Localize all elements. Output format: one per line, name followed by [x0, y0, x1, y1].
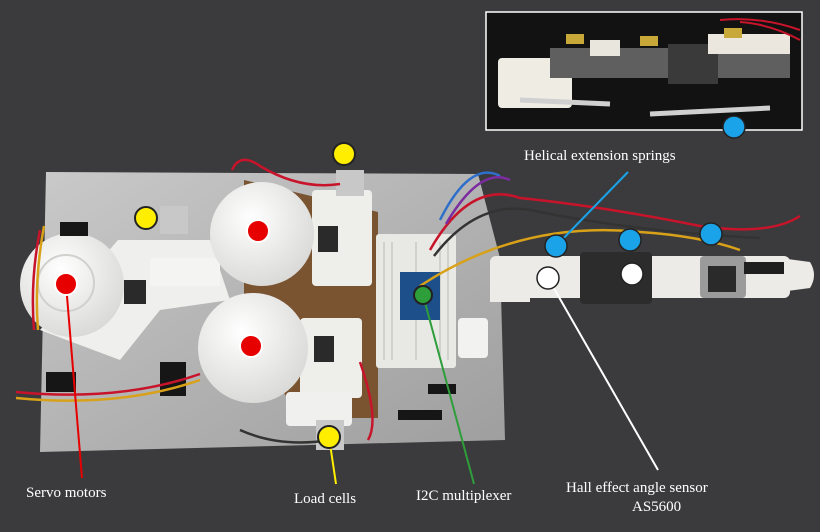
- spring-marker: [544, 234, 568, 258]
- spring-marker: [699, 222, 723, 246]
- spring-marker: [618, 228, 642, 252]
- label-springs: Helical extension springs: [524, 148, 676, 164]
- label-hall-sensor-line1: Hall effect angle sensor: [566, 480, 708, 496]
- servo-bracket: [150, 258, 220, 286]
- annotation-lines: [65, 171, 659, 485]
- label-i2c-multiplexer: I2C multiplexer: [416, 488, 512, 504]
- sensor-leader-line: [547, 277, 659, 471]
- servo-markers: [54, 219, 270, 358]
- label-hall-sensor-line2: AS5600: [632, 499, 682, 515]
- tape-strip: [744, 262, 784, 274]
- spring-markers: [544, 115, 746, 258]
- spring-leader-line: [555, 171, 629, 247]
- sensor-markers: [536, 262, 644, 290]
- load-cell: [160, 206, 188, 234]
- label-servo-motors: Servo motors: [26, 485, 107, 501]
- load-cell-markers: [134, 142, 356, 449]
- servo-marker: [246, 219, 270, 243]
- load-cell-marker: [134, 206, 158, 230]
- bracket-part: [458, 318, 488, 358]
- load-cell-marker: [317, 425, 341, 449]
- load-cell-marker: [332, 142, 356, 166]
- servo-housing: [286, 392, 352, 426]
- sensor-marker: [536, 266, 560, 290]
- servo-housing: [312, 190, 372, 286]
- fingertip: [780, 258, 814, 292]
- label-load-cells: Load cells: [294, 491, 357, 507]
- servo-screw-plates: [124, 226, 736, 362]
- inset-closeup: [485, 11, 803, 131]
- sensor-marker: [620, 262, 644, 286]
- servo-marker: [54, 272, 78, 296]
- load-cell: [336, 170, 364, 196]
- servo-marker: [239, 334, 263, 358]
- i2c-leader-line: [422, 294, 475, 485]
- servo-leader-line: [65, 283, 83, 479]
- spring-marker: [722, 115, 746, 139]
- i2c-marker: [413, 285, 433, 305]
- tape-pieces: [46, 222, 456, 420]
